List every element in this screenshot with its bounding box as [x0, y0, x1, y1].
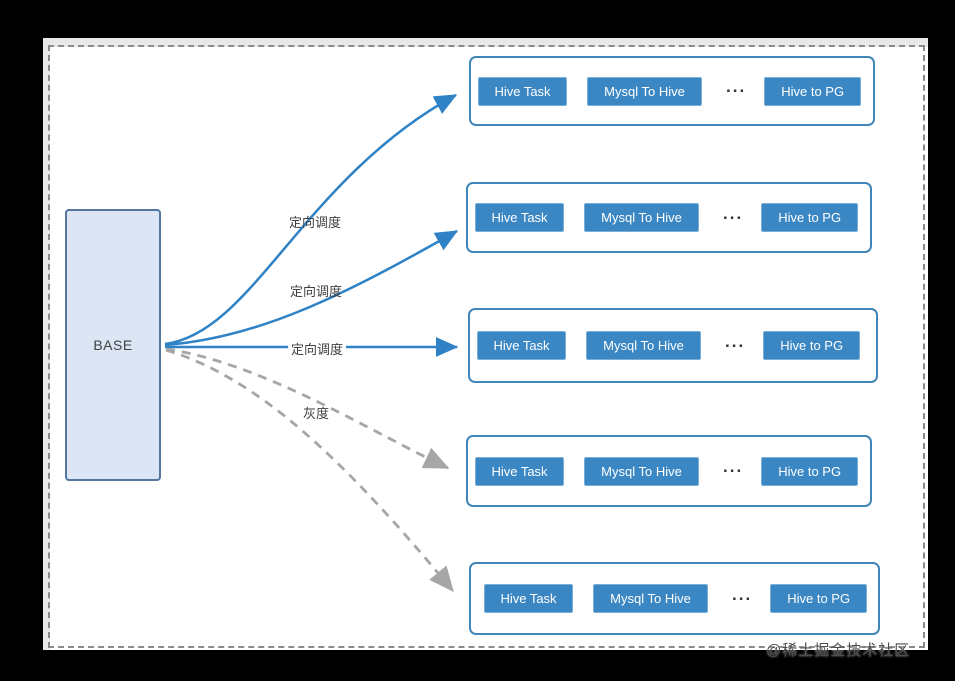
community-watermark: @稀土掘金技术社区 — [766, 642, 911, 659]
diagram-canvas-page: BASE 定向调度 定向调度 定向调度 灰度 Hive Task Mysql T… — [43, 38, 928, 650]
ellipsis-more-tasks: ... — [725, 331, 746, 351]
mysql-to-hive-node: Mysql To Hive — [584, 203, 699, 232]
hive-to-pg-node: Hive to PG — [761, 456, 859, 486]
page-edge-left — [43, 38, 50, 650]
hive-task-node: Hive Task — [484, 584, 573, 613]
flow-diagram: BASE 定向调度 定向调度 定向调度 灰度 Hive Task Mysql T… — [43, 38, 928, 650]
hive-task-node: Hive Task — [475, 203, 564, 232]
edge-gray-release-1 — [165, 347, 450, 470]
task-group-5: Hive Task Mysql To Hive ... Hive to PG — [469, 562, 880, 635]
hive-task-node: Hive Task — [477, 331, 566, 360]
mysql-to-hive-node: Mysql To Hive — [584, 456, 699, 486]
edge-gray-release-2 — [165, 348, 455, 593]
edge-label-directed-2: 定向调度 — [290, 284, 343, 299]
hive-to-pg-node: Hive to PG — [770, 584, 868, 613]
mysql-to-hive-node: Mysql To Hive — [593, 584, 708, 613]
base-node-label: BASE — [93, 337, 133, 353]
page-edge-top — [43, 38, 928, 47]
task-group-3: Hive Task Mysql To Hive ... Hive to PG — [468, 308, 878, 383]
task-group-4: Hive Task Mysql To Hive ... Hive to PG — [466, 435, 872, 507]
ellipsis-more-tasks: ... — [723, 457, 744, 476]
task-group-2: Hive Task Mysql To Hive ... Hive to PG — [466, 182, 872, 253]
hive-to-pg-node: Hive to PG — [764, 76, 862, 106]
hive-to-pg-node: Hive to PG — [761, 203, 859, 232]
ellipsis-more-tasks: ... — [726, 77, 747, 96]
edge-directed-2 — [164, 229, 459, 347]
edge-directed-1 — [164, 93, 458, 346]
ellipsis-more-tasks: ... — [732, 584, 753, 604]
ellipsis-more-tasks: ... — [723, 203, 744, 223]
task-group-1: Hive Task Mysql To Hive ... Hive to PG — [469, 56, 875, 126]
edge-label-gray-release: 灰度 — [303, 406, 330, 421]
mysql-to-hive-node: Mysql To Hive — [586, 331, 701, 360]
hive-task-node: Hive Task — [475, 456, 564, 486]
base-node: BASE — [65, 209, 161, 481]
hive-to-pg-node: Hive to PG — [763, 331, 861, 360]
hive-task-node: Hive Task — [478, 76, 567, 106]
edge-label-directed-1: 定向调度 — [289, 215, 342, 230]
mysql-to-hive-node: Mysql To Hive — [587, 76, 702, 106]
edge-label-directed-3: 定向调度 — [288, 339, 347, 358]
